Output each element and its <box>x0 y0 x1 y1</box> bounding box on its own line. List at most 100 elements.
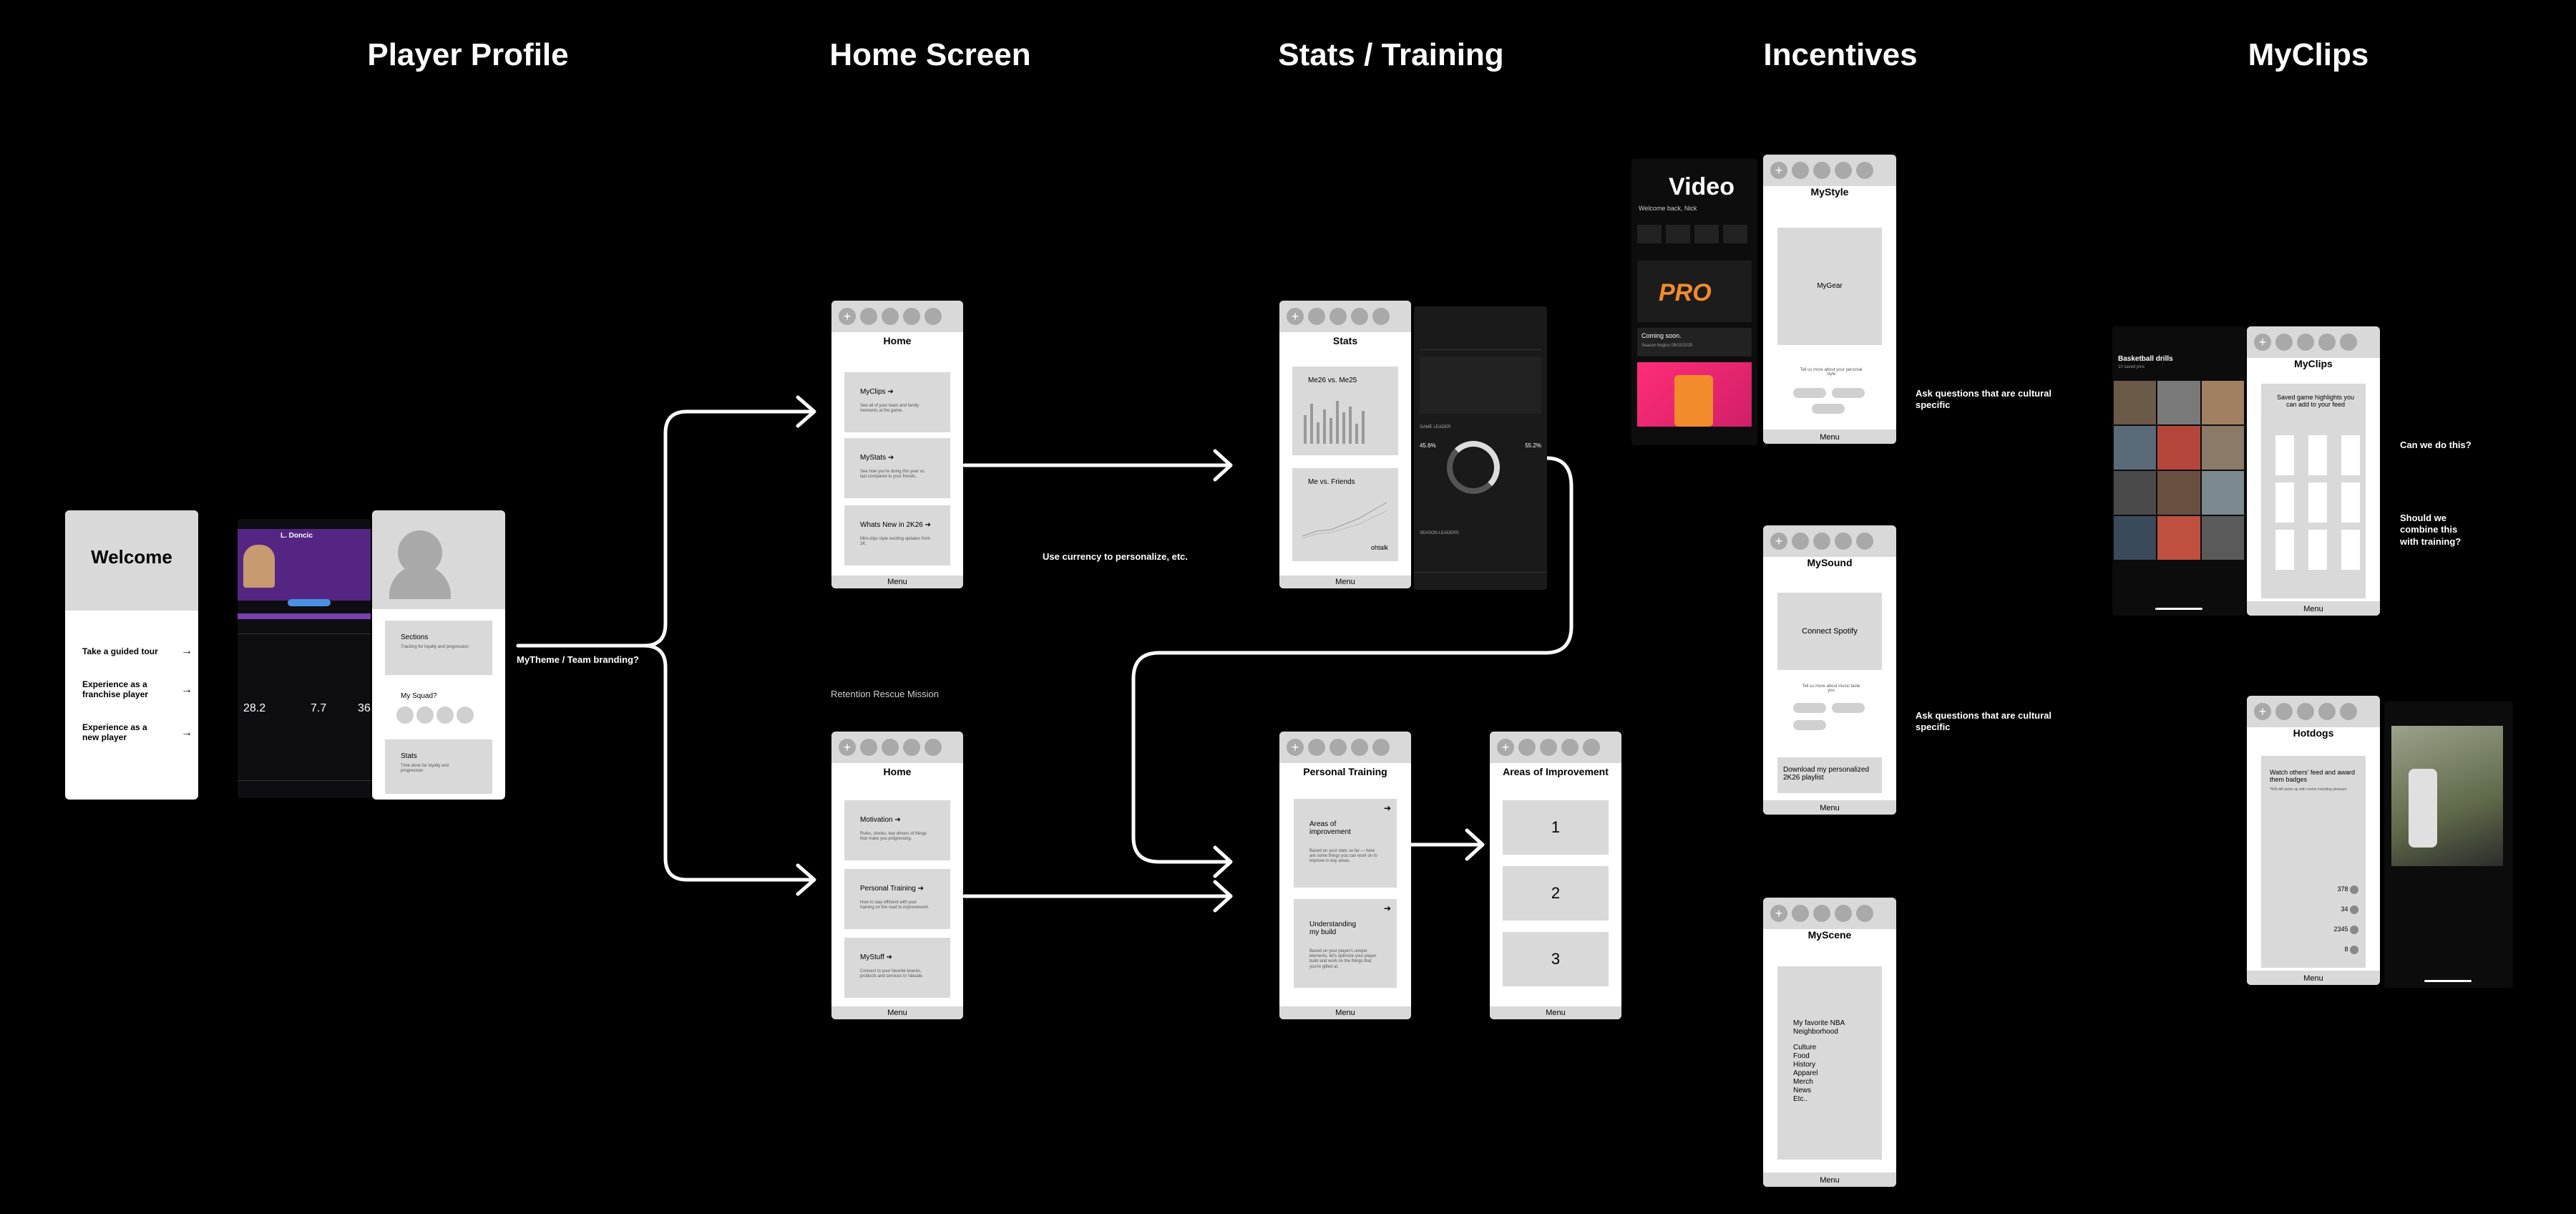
training-card-build[interactable]: Understanding my build Based on your pla… <box>1294 899 1397 988</box>
nav-dot[interactable] <box>1351 739 1368 756</box>
training-card-areas[interactable]: Areas of improvement Based on your stats… <box>1294 799 1397 888</box>
nav-dot[interactable] <box>2340 703 2357 720</box>
style-option[interactable] <box>1793 388 1826 398</box>
nav-dot[interactable] <box>1856 905 1873 922</box>
nav-dot[interactable] <box>2297 334 2314 351</box>
home-card-whats-new[interactable]: Whats New in 2K26 ➔ Mini-clips style exc… <box>844 505 950 565</box>
chart-card-me-vs-friends[interactable]: Me vs. Friends ohtalk <box>1292 468 1398 561</box>
nav-dot[interactable] <box>2275 334 2293 351</box>
menu-button[interactable]: Menu <box>1279 576 1411 588</box>
badge-count-row[interactable]: 34 <box>2333 899 2358 919</box>
nav-dot[interactable] <box>924 308 942 325</box>
nav-dot[interactable] <box>1813 533 1830 550</box>
nav-dot[interactable] <box>2318 334 2336 351</box>
clip-video-frame[interactable] <box>2391 726 2503 866</box>
home-card-mystuff[interactable]: MyStuff ➔ Connect to your favorite brand… <box>844 938 950 998</box>
welcome-option-new-player[interactable]: Experience as a new player → <box>82 722 192 742</box>
connect-spotify-button[interactable]: Connect Spotify <box>1777 593 1882 670</box>
tab-bar[interactable] <box>238 780 371 798</box>
add-icon[interactable]: + <box>1770 533 1787 550</box>
sound-option[interactable] <box>1793 703 1826 713</box>
nav-dot[interactable] <box>1540 739 1557 756</box>
style-option[interactable] <box>1812 404 1845 414</box>
tab-bar[interactable] <box>1414 572 1547 590</box>
nav-dot[interactable] <box>1792 162 1809 179</box>
style-option[interactable] <box>1832 388 1865 398</box>
download-playlist-button[interactable]: Download my personalized 2K26 playlist <box>1777 757 1882 793</box>
add-icon[interactable]: + <box>839 308 856 325</box>
nav-dot[interactable] <box>1835 162 1852 179</box>
nav-dot[interactable] <box>924 739 942 756</box>
welcome-option-franchise[interactable]: Experience as a franchise player → <box>82 679 192 699</box>
sound-option[interactable] <box>1793 720 1826 730</box>
add-icon[interactable]: + <box>839 739 856 756</box>
nav-dot[interactable] <box>1792 533 1809 550</box>
chart-card-me-vs-me[interactable]: Me26 vs. Me25 <box>1292 366 1398 455</box>
home-card-motivation[interactable]: Motivation ➔ Rules, stories, key drivers… <box>844 800 950 860</box>
menu-button[interactable]: Menu <box>1763 802 1896 815</box>
nav-dot[interactable] <box>1308 308 1325 325</box>
menu-button[interactable]: Menu <box>1490 1006 1621 1019</box>
nav-dot[interactable] <box>1583 739 1600 756</box>
nav-dot[interactable] <box>1561 739 1579 756</box>
follow-button[interactable] <box>288 599 331 606</box>
stats-card[interactable]: Stats Time done for loyalty and progress… <box>385 739 492 794</box>
menu-button[interactable]: Menu <box>831 576 963 588</box>
add-icon[interactable]: + <box>1770 905 1787 922</box>
sound-option[interactable] <box>1832 703 1865 713</box>
nav-dot[interactable] <box>2297 703 2314 720</box>
badge-count-row[interactable]: 378 <box>2333 879 2358 899</box>
drills-grid[interactable] <box>2114 381 2244 560</box>
nav-dot[interactable] <box>1856 533 1873 550</box>
add-icon[interactable]: + <box>1770 162 1787 179</box>
badge-count-row[interactable]: 2345 <box>2333 919 2358 939</box>
home-card-personal-training[interactable]: Personal Training ➔ How to stay efficien… <box>844 869 950 929</box>
add-icon[interactable]: + <box>2254 334 2271 351</box>
nav-dot[interactable] <box>882 739 899 756</box>
menu-button[interactable]: Menu <box>2247 972 2380 985</box>
nav-dot[interactable] <box>1372 739 1390 756</box>
badge-counts[interactable]: 378 34 2345 8 <box>2333 879 2358 959</box>
promo-image[interactable] <box>1637 362 1752 427</box>
menu-button[interactable]: Menu <box>1279 1006 1411 1019</box>
nav-dot[interactable] <box>903 739 920 756</box>
nav-dot[interactable] <box>2340 334 2357 351</box>
nav-dot[interactable] <box>1813 905 1830 922</box>
area-item-2[interactable]: 2 <box>1503 866 1609 921</box>
nav-dot[interactable] <box>860 739 877 756</box>
nav-dot[interactable] <box>1330 308 1347 325</box>
sections-card[interactable]: Sections Tracking for loyalty and progre… <box>385 621 492 675</box>
nav-dot[interactable] <box>860 308 877 325</box>
mygear-box[interactable]: MyGear <box>1777 228 1882 345</box>
add-icon[interactable]: + <box>1497 739 1514 756</box>
menu-button[interactable]: Menu <box>1763 1174 1896 1187</box>
nav-dot[interactable] <box>1308 739 1325 756</box>
menu-button[interactable]: Menu <box>2247 603 2380 616</box>
nav-dot[interactable] <box>882 308 899 325</box>
nav-dot[interactable] <box>1792 905 1809 922</box>
clip-grid[interactable] <box>2275 435 2360 570</box>
menu-button[interactable]: Menu <box>831 1006 963 1019</box>
nav-dot[interactable] <box>1835 533 1852 550</box>
nav-dot[interactable] <box>1330 739 1347 756</box>
menu-button[interactable]: Menu <box>1763 431 1896 444</box>
nav-dot[interactable] <box>903 308 920 325</box>
nav-dot[interactable] <box>1518 739 1536 756</box>
quick-actions[interactable] <box>1637 225 1747 243</box>
nav-dot[interactable] <box>1351 308 1368 325</box>
add-icon[interactable]: + <box>1287 308 1304 325</box>
nav-dot[interactable] <box>1835 905 1852 922</box>
nav-dot[interactable] <box>2275 703 2293 720</box>
badge-count-row[interactable]: 8 <box>2333 939 2358 959</box>
nav-dot[interactable] <box>1856 162 1873 179</box>
area-item-1[interactable]: 1 <box>1503 800 1609 855</box>
add-icon[interactable]: + <box>1287 739 1304 756</box>
home-card-myclips[interactable]: MyClips ➔ See all of your team and famil… <box>844 372 950 432</box>
area-item-3[interactable]: 3 <box>1503 932 1609 986</box>
nav-dot[interactable] <box>2318 703 2336 720</box>
welcome-option-tour[interactable]: Take a guided tour → <box>82 645 192 657</box>
home-card-mystats[interactable]: MyStats ➔ See how you're doing this year… <box>844 438 950 498</box>
add-icon[interactable]: + <box>2254 703 2271 720</box>
nav-dot[interactable] <box>1813 162 1830 179</box>
myscene-list-box[interactable]: My favorite NBA Neighborhood Culture Foo… <box>1777 966 1882 1160</box>
